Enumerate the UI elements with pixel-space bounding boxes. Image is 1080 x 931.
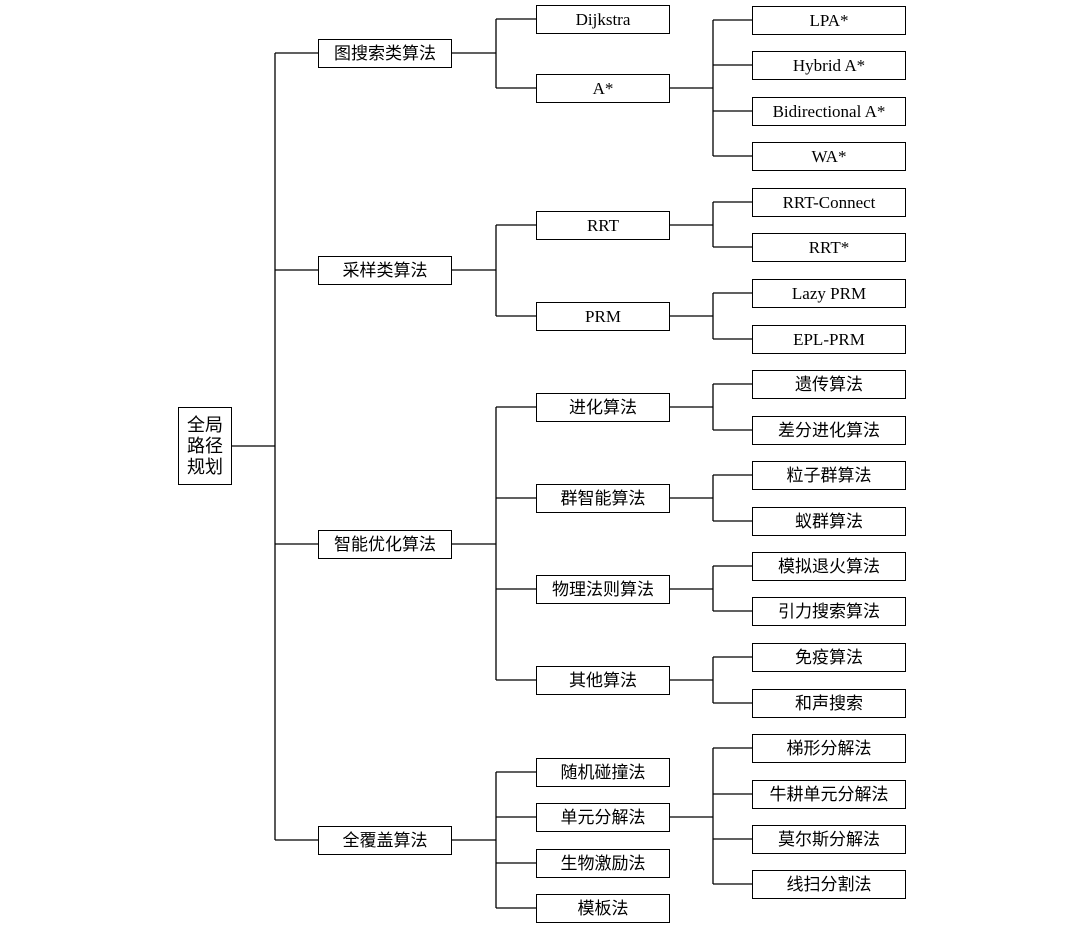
subcategory-node: A* <box>536 73 670 103</box>
algorithm-node: 粒子群算法 <box>752 460 906 490</box>
algorithm-node: 遗传算法 <box>752 369 906 399</box>
subcategory-node: 群智能算法 <box>536 483 670 513</box>
subcategory-node: 物理法则算法 <box>536 574 670 604</box>
algorithm-node: WA* <box>752 141 906 171</box>
category-node: 采样类算法 <box>318 255 452 285</box>
algorithm-node: RRT-Connect <box>752 187 906 217</box>
category-node: 全覆盖算法 <box>318 825 452 855</box>
subcategory-node: Dijkstra <box>536 4 670 34</box>
algorithm-node: Bidirectional A* <box>752 96 906 126</box>
subcategory-node: PRM <box>536 301 670 331</box>
algorithm-node: Lazy PRM <box>752 278 906 308</box>
algorithm-node: 蚁群算法 <box>752 506 906 536</box>
algorithm-node: 差分进化算法 <box>752 415 906 445</box>
subcategory-node: 其他算法 <box>536 665 670 695</box>
subcategory-node: 生物激励法 <box>536 848 670 878</box>
subcategory-node: 进化算法 <box>536 392 670 422</box>
subcategory-node: RRT <box>536 210 670 240</box>
algorithm-node: 免疫算法 <box>752 642 906 672</box>
subcategory-node: 单元分解法 <box>536 802 670 832</box>
algorithm-node: LPA* <box>752 5 906 35</box>
category-node: 智能优化算法 <box>318 529 452 559</box>
algorithm-node: RRT* <box>752 232 906 262</box>
algorithm-node: Hybrid A* <box>752 50 906 80</box>
algorithm-node: 莫尔斯分解法 <box>752 824 906 854</box>
algorithm-node: 和声搜索 <box>752 688 906 718</box>
category-node: 图搜索类算法 <box>318 38 452 68</box>
algorithm-node: EPL-PRM <box>752 324 906 354</box>
algorithm-node: 梯形分解法 <box>752 733 906 763</box>
algorithm-node: 牛耕单元分解法 <box>752 779 906 809</box>
algorithm-node: 线扫分割法 <box>752 869 906 899</box>
algorithm-node: 引力搜索算法 <box>752 596 906 626</box>
algorithm-node: 模拟退火算法 <box>752 551 906 581</box>
subcategory-node: 模板法 <box>536 893 670 923</box>
root-node: 全局路径规划 <box>178 407 232 485</box>
subcategory-node: 随机碰撞法 <box>536 757 670 787</box>
